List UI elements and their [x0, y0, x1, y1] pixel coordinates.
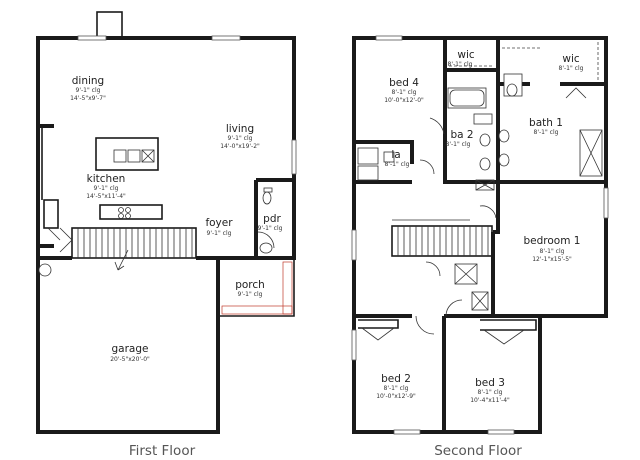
bed3-closet — [480, 319, 537, 331]
room-label-bath1: bath 1 — [529, 117, 563, 129]
sink — [127, 149, 141, 163]
ba2-toilet — [473, 113, 493, 125]
room-ceiling-wic-right: 8'-1" clg — [559, 65, 584, 72]
room-label-la: la — [391, 149, 400, 161]
window — [487, 429, 515, 435]
room-dims-dining: 14'-5"x9'-7" — [70, 95, 106, 102]
ba2-sink — [479, 157, 491, 171]
room-ceiling-bed2: 8'-1" clg — [384, 385, 409, 392]
room-label-garage: garage — [112, 343, 149, 355]
water-heater — [38, 263, 52, 277]
pantry — [43, 199, 59, 229]
room-dims-bedroom1: 12'-1"x15'-5" — [532, 256, 572, 263]
room-ceiling-porch: 9'-1" clg — [238, 291, 263, 298]
porch-outline — [218, 257, 295, 317]
toilet — [262, 191, 272, 205]
porch-rail — [221, 305, 293, 315]
room-label-wic-left: wic — [457, 49, 475, 61]
room-dims-bed2: 10'-0"x12'-9" — [376, 393, 416, 400]
room-ceiling-bed3: 8'-1" clg — [478, 389, 503, 396]
bath1-sink — [498, 129, 510, 143]
chimney — [96, 11, 123, 38]
second-floor-plan: bed 4 8'-1" clg 10'-0"x12'-0" wic 8'-1" … — [351, 35, 609, 459]
room-ceiling-foyer: 9'-1" clg — [207, 230, 232, 237]
room-label-foyer: foyer — [205, 217, 233, 229]
room-label-bedroom1: bedroom 1 — [524, 235, 581, 247]
stairs-upper — [391, 219, 493, 257]
room-label-bed3: bed 3 — [475, 377, 505, 389]
bath1-sink — [498, 153, 510, 167]
room-ceiling-la: 8'-1" clg — [385, 161, 410, 168]
pdr-sink — [259, 242, 273, 254]
dryer — [357, 165, 379, 181]
sink — [113, 149, 127, 163]
room-label-porch: porch — [235, 279, 265, 291]
bed2-closet — [358, 319, 399, 329]
range-counter — [99, 204, 163, 220]
room-label-living: living — [226, 123, 254, 135]
room-label-kitchen: kitchen — [87, 173, 126, 185]
room-dims-bed4: 10'-0"x12'-0" — [384, 97, 424, 104]
room-ceiling-wic-left: 8'-1" clg — [448, 61, 473, 68]
kitchen-island — [95, 137, 159, 171]
room-ceiling-bed4: 8'-1" clg — [392, 89, 417, 96]
window — [211, 35, 241, 41]
room-dims-kitchen: 14'-5"x11'-4" — [86, 193, 126, 200]
window — [393, 429, 421, 435]
room-ceiling-dining: 9'-1" clg — [76, 87, 101, 94]
room-label-bed4: bed 4 — [389, 77, 419, 89]
window — [351, 329, 357, 361]
room-label-pdr: pdr — [263, 213, 281, 225]
dishwasher — [141, 149, 155, 163]
washer — [357, 147, 379, 165]
window — [375, 35, 403, 41]
first-floor-plan: dining 9'-1" clg 14'-5"x9'-7" living 9'-… — [36, 11, 297, 459]
window — [77, 35, 107, 41]
room-ceiling-living: 9'-1" clg — [228, 135, 253, 142]
bed4-wall — [354, 140, 414, 164]
room-ceiling-kitchen: 9'-1" clg — [94, 185, 119, 192]
room-ceiling-bath1: 8'-1" clg — [534, 129, 559, 136]
bathtub — [447, 87, 487, 109]
room-label-wic-right: wic — [562, 53, 580, 65]
room-label-ba2: ba 2 — [450, 129, 473, 141]
room-dims-garage: 20'-5"x20'-0" — [110, 356, 150, 363]
ba2-sink — [479, 133, 491, 147]
first-floor-title: First Floor — [129, 443, 196, 459]
room-dims-bed3: 10'-4"x11'-4" — [470, 397, 510, 404]
room-ceiling-bedroom1: 8'-1" clg — [540, 248, 565, 255]
window — [351, 229, 357, 261]
room-ceiling-ba2: 8'-1" clg — [446, 141, 471, 148]
room-label-dining: dining — [72, 75, 104, 87]
room-dims-living: 14'-0"x19'-2" — [220, 143, 260, 150]
room-label-bed2: bed 2 — [381, 373, 411, 385]
second-floor-title: Second Floor — [434, 443, 522, 459]
window — [291, 139, 297, 175]
window — [603, 187, 609, 219]
room-ceiling-pdr: 9'-1" clg — [258, 225, 283, 232]
stairs — [47, 227, 197, 271]
